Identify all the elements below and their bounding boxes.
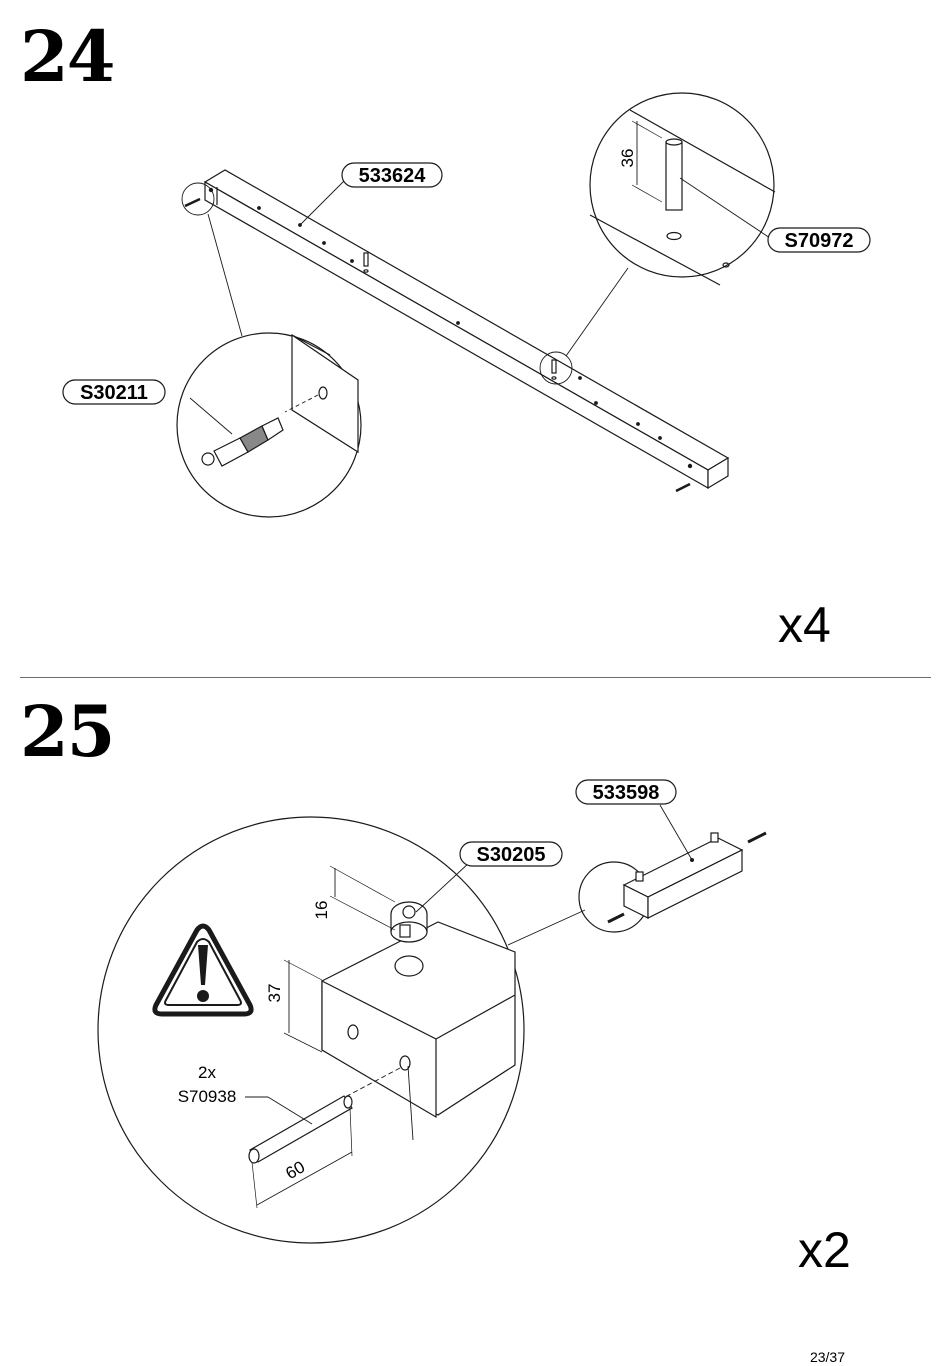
step-divider — [20, 677, 931, 678]
step-25-quantity: x2 — [798, 1222, 851, 1278]
detail-connector-bolt — [176, 213, 362, 518]
block-533598 — [607, 831, 767, 924]
dim-16: 16 — [312, 901, 331, 920]
page-number: 23/37 — [809, 1349, 845, 1365]
dim-37: 37 — [265, 984, 284, 1003]
detail-block-cam-lock — [321, 901, 516, 1119]
label-dowel-count: 2x — [198, 1063, 216, 1082]
step-25-drawing — [97, 804, 767, 1244]
step-24-drawing — [176, 92, 776, 518]
warning-triangle-icon — [152, 923, 254, 1017]
step-25-number: 25 — [20, 690, 115, 773]
dim-36: 36 — [618, 149, 637, 168]
label-s70972: S70972 — [785, 230, 854, 252]
rail-533624 — [184, 169, 730, 493]
label-533624: 533624 — [359, 165, 427, 187]
step-24-number: 24 — [20, 15, 115, 98]
label-s70938: S70938 — [178, 1087, 237, 1106]
detail-dowel-s70972 — [565, 92, 776, 357]
step-24-quantity: x4 — [778, 597, 831, 653]
dim-60: 60 — [282, 1157, 308, 1183]
dowel-s70938 — [248, 1095, 353, 1164]
label-533598: 533598 — [593, 782, 660, 804]
label-s30211: S30211 — [80, 382, 148, 404]
label-s30205: S30205 — [477, 844, 546, 866]
